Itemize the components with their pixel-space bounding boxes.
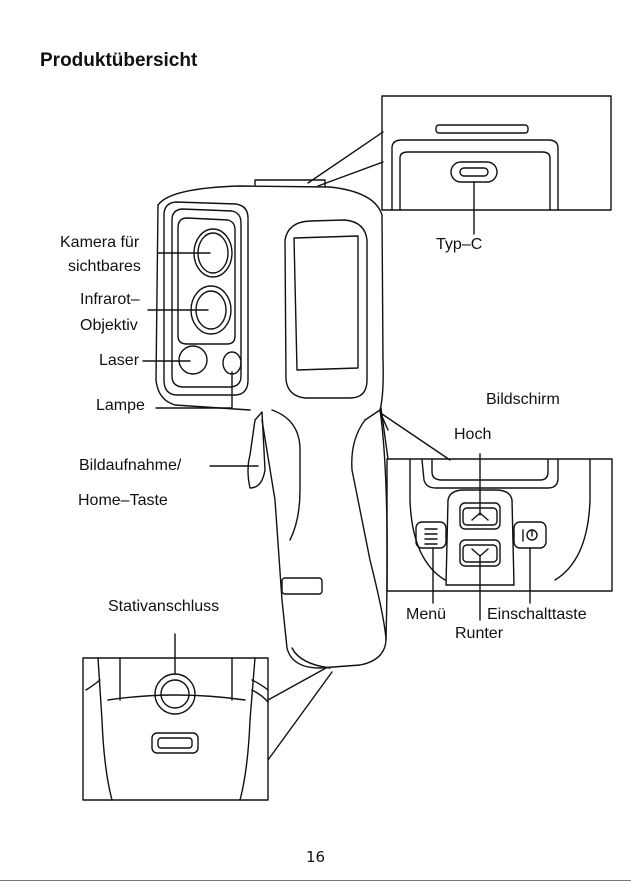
page-number: 16 xyxy=(0,848,631,866)
lens-panel xyxy=(164,202,248,395)
label-lamp: Lampe xyxy=(96,396,145,416)
label-infrared-1: Infrarot– xyxy=(80,290,140,310)
label-screen: Bildschirm xyxy=(486,390,560,410)
label-laser: Laser xyxy=(99,351,139,371)
label-infrared-2: Objektiv xyxy=(80,316,138,336)
label-camera-visible-2: sichtbares xyxy=(68,257,141,277)
label-down: Runter xyxy=(455,624,503,644)
buttons-inset xyxy=(381,408,612,620)
label-capture-1: Bildaufnahme/ xyxy=(79,456,181,476)
label-tripod: Stativanschluss xyxy=(108,597,219,617)
label-power: Einschalttaste xyxy=(487,605,587,625)
typec-inset xyxy=(308,96,611,234)
label-camera-visible-1: Kamera für xyxy=(60,233,139,253)
footer-rule xyxy=(0,880,631,881)
label-up: Hoch xyxy=(454,425,491,445)
label-menu: Menü xyxy=(406,605,446,625)
label-capture-2: Home–Taste xyxy=(78,491,168,511)
tripod-inset xyxy=(83,634,332,800)
label-typec: Typ–C xyxy=(436,235,482,255)
